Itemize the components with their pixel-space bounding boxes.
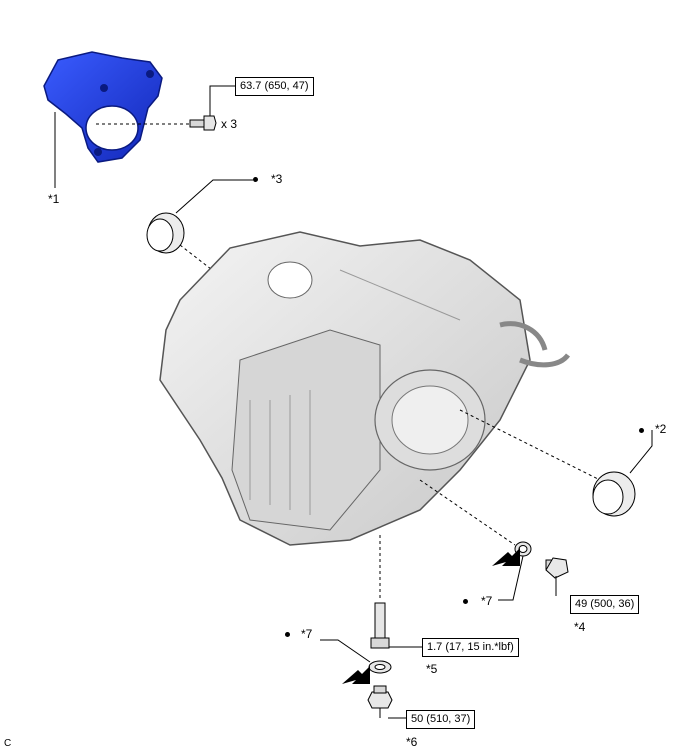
callout-7-right: *7 — [481, 594, 493, 608]
callout-3: *3 — [271, 172, 283, 186]
callout-7-bottom: *7 — [301, 627, 313, 641]
torque-label-drain-plug-6: 50 (510, 37) — [406, 710, 476, 729]
transaxle-assembly — [159, 231, 571, 546]
pointer-arrow-right — [492, 548, 520, 566]
callout-6: *6 — [406, 735, 418, 749]
callout-4: *4 — [574, 620, 586, 634]
callout-1: *1 — [48, 192, 60, 206]
torque-label-bracket-bolt: 63.7 (650, 47) — [235, 77, 314, 96]
drain-plug-4 — [545, 557, 569, 579]
callout-2: *2 — [655, 422, 667, 436]
bullet-7-bottom — [285, 632, 290, 637]
bullet-3 — [253, 177, 258, 182]
drain-plug-6 — [367, 685, 393, 709]
corner-code: C — [4, 738, 12, 749]
torque-label-drain-plug-4: 49 (500, 36) — [570, 595, 640, 614]
oil-seal-2 — [592, 471, 636, 517]
bracket-part — [43, 51, 163, 163]
bullet-7-right — [463, 599, 468, 604]
bullet-2 — [639, 428, 644, 433]
torque-label-pipe: 1.7 (17, 15 in.*lbf) — [422, 638, 519, 657]
pointer-arrow-bottom — [342, 666, 370, 684]
bolt-quantity: x 3 — [221, 117, 238, 131]
bracket-bolt — [189, 115, 217, 131]
callout-5: *5 — [426, 662, 438, 676]
oil-seal-3 — [146, 212, 185, 254]
pipe-5 — [370, 602, 390, 649]
